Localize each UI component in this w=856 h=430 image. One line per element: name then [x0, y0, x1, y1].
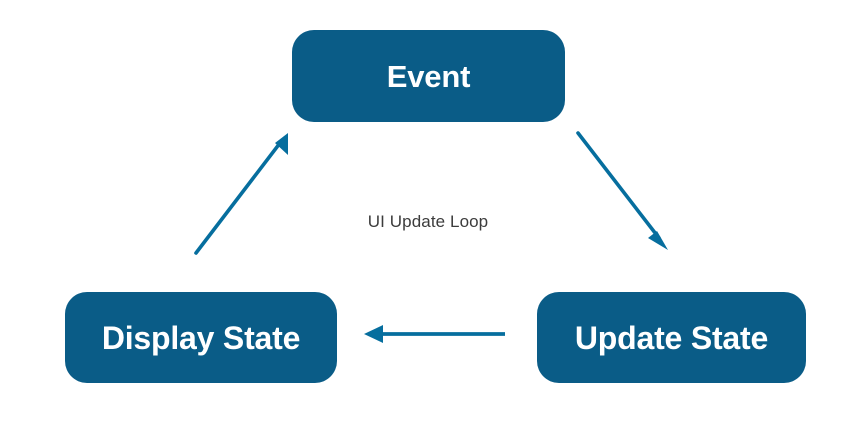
node-event-label: Event: [386, 58, 471, 94]
node-update-state[interactable]: Update State: [537, 292, 806, 383]
edge-update-state-to-display-state[interactable]: [364, 325, 505, 343]
diagram-center-label: UI Update Loop: [367, 212, 489, 231]
node-display-state-label: Display State: [101, 319, 301, 356]
node-event[interactable]: Event: [292, 30, 565, 122]
node-update-state-label: Update State: [574, 319, 769, 356]
arrowhead-icon: [648, 231, 668, 250]
edge-event-to-update-state[interactable]: [576, 131, 668, 250]
arrowhead-icon: [364, 325, 383, 343]
edge-display-state-to-event[interactable]: [194, 133, 288, 255]
node-display-state[interactable]: Display State: [65, 292, 337, 383]
arrowhead-icon: [275, 133, 288, 155]
